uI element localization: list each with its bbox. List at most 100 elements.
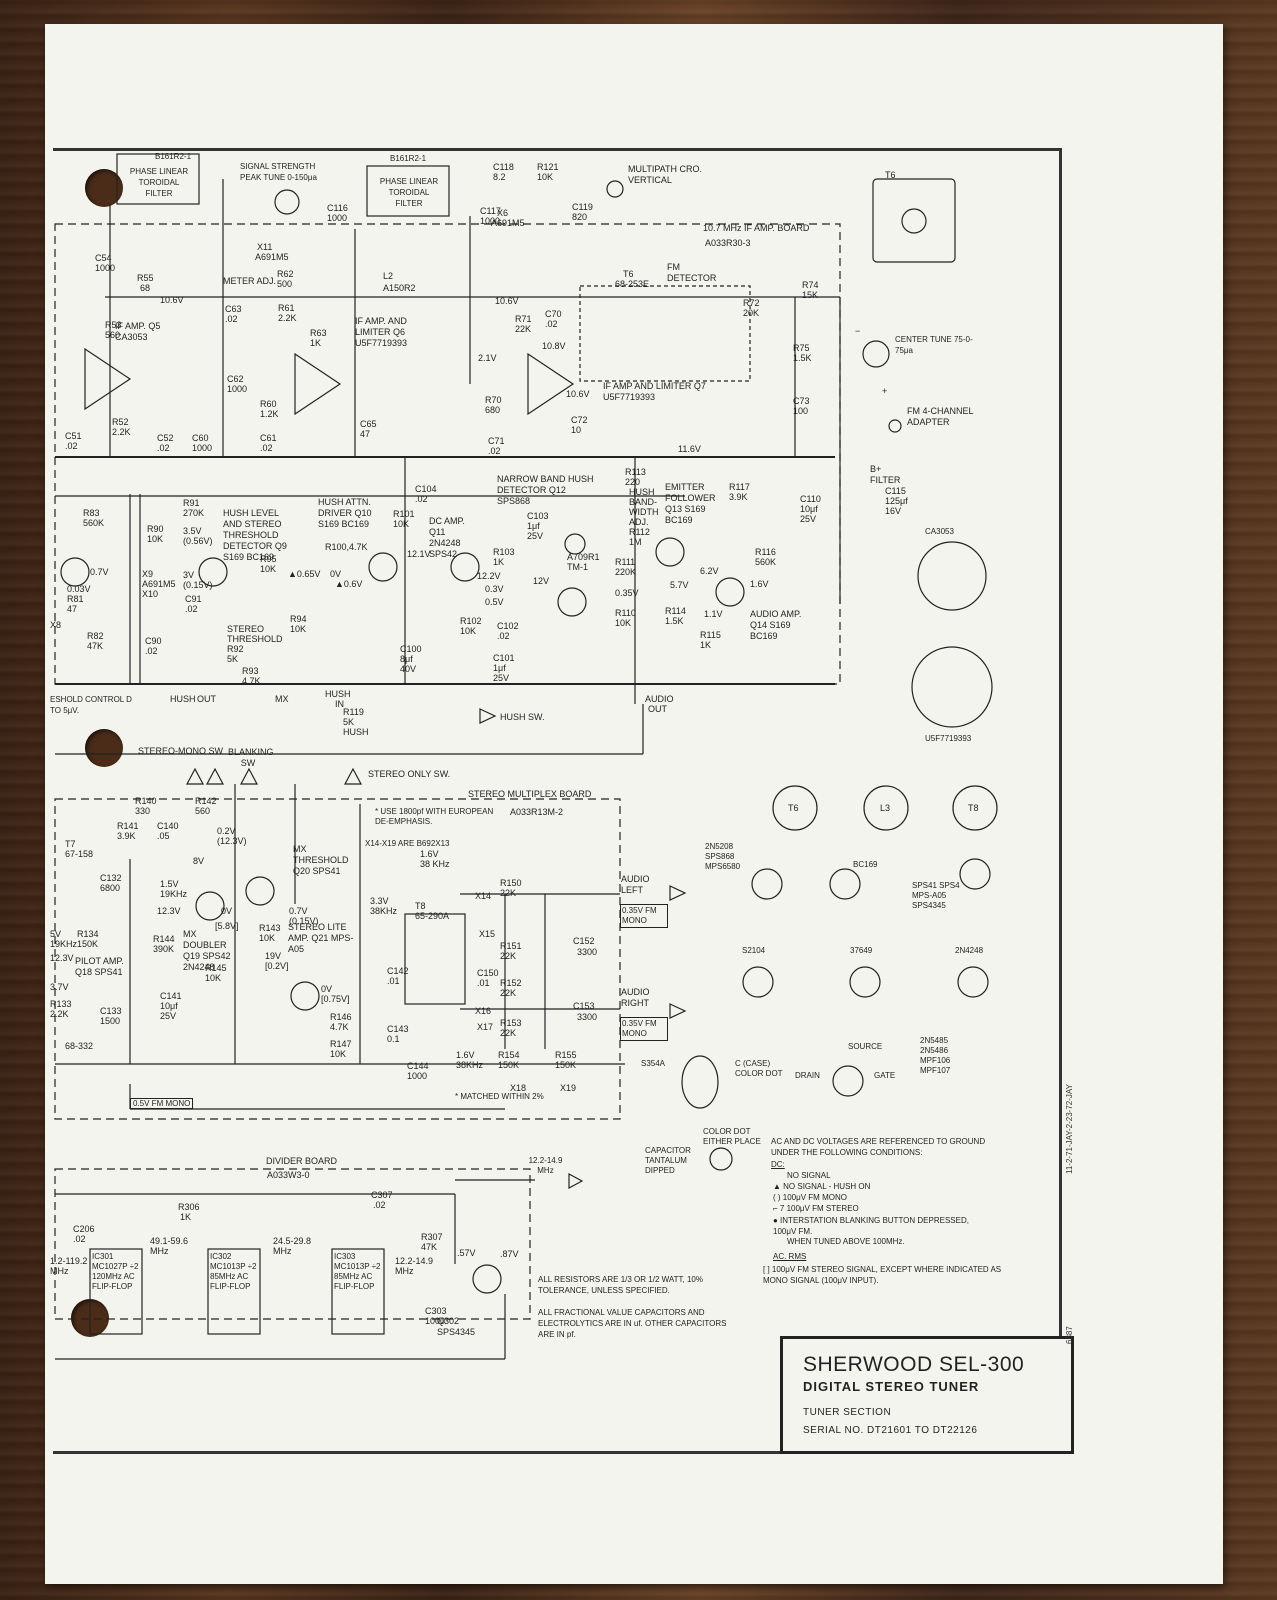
svg-text:R60: R60: [260, 399, 277, 409]
svg-text:C118: C118: [493, 162, 514, 172]
pilot-amp-label: PILOT AMP. Q18 SPS41: [75, 956, 124, 977]
svg-text:25V: 25V: [493, 673, 509, 683]
svg-text:10.6V: 10.6V: [160, 295, 184, 305]
svg-text:2.2K: 2.2K: [278, 313, 297, 323]
svg-text:R155: R155: [555, 1050, 577, 1060]
svg-text:R142: R142: [195, 796, 217, 806]
svg-text:C141: C141: [160, 991, 182, 1001]
svg-text:A150R2: A150R2: [383, 283, 416, 293]
dc-heading: DC:: [771, 1160, 785, 1169]
svg-text:ADJ.: ADJ.: [629, 517, 649, 527]
audio-right-label: AUDIO RIGHT: [621, 987, 650, 1008]
svg-text:R81: R81: [67, 594, 84, 604]
svg-text:C115: C115: [885, 486, 906, 496]
svg-text:1K: 1K: [700, 640, 711, 650]
svg-text:.02: .02: [488, 446, 501, 456]
svg-text:C72: C72: [571, 415, 588, 425]
center-tune-label: CENTER TUNE 75-0-75μa: [895, 335, 973, 355]
stereo-lite-label: STEREO LITE AMP. Q21 MPS-A05: [288, 922, 354, 954]
color-dot-label: COLOR DOT EITHER PLACE: [703, 1127, 761, 1146]
svg-text:1K: 1K: [180, 1212, 191, 1222]
svg-text:220K: 220K: [615, 567, 636, 577]
divider-board-title: DIVIDER BOARD: [266, 1156, 338, 1166]
svg-text:10.6V: 10.6V: [566, 389, 590, 399]
svg-text:A691M5: A691M5: [142, 579, 176, 589]
svg-text:C142: C142: [387, 966, 409, 976]
svg-text:10K: 10K: [147, 534, 163, 544]
svg-text:25V: 25V: [160, 1011, 176, 1021]
svg-text:12.2V: 12.2V: [477, 571, 501, 581]
svg-text:.02: .02: [497, 631, 510, 641]
svg-text:.87V: .87V: [500, 1249, 519, 1259]
svg-text:19V: 19V: [265, 951, 281, 961]
hush-sw-label: HUSH SW.: [500, 712, 545, 722]
svg-text:15K: 15K: [802, 290, 818, 300]
svg-text:C70: C70: [545, 309, 562, 319]
svg-text:1.2-119.2: 1.2-119.2: [50, 1256, 87, 1266]
condition-5: ● INTERSTATION BLANKING BUTTON DEPRESSED…: [773, 1216, 969, 1236]
svg-text:.02: .02: [225, 314, 238, 324]
svg-text:125μf: 125μf: [885, 496, 908, 506]
q302-label: Q302 SPS4345: [437, 1316, 476, 1337]
svg-text:R111: R111: [615, 557, 635, 567]
schematic-frame: [53, 148, 1062, 1454]
svg-text:2.1V: 2.1V: [478, 353, 497, 363]
side-drawing-number: 6887: [1065, 1326, 1074, 1344]
svg-text:X14: X14: [475, 891, 491, 901]
svg-text:TM-1: TM-1: [567, 562, 588, 572]
svg-text:R82: R82: [87, 631, 104, 641]
capacitor-note: ALL FRACTIONAL VALUE CAPACITORS AND ELEC…: [538, 1308, 727, 1339]
svg-text:19KHz: 19KHz: [160, 889, 188, 899]
svg-text:R153: R153: [500, 1018, 522, 1028]
condition-2: ▲ NO SIGNAL - HUSH ON: [773, 1182, 871, 1191]
svg-text:560: 560: [195, 806, 210, 816]
svg-text:270K: 270K: [183, 508, 204, 518]
divider-board-code: A033W3-0: [267, 1170, 310, 1180]
stereo-mono-label: STEREO-MONO SW: [138, 746, 223, 756]
condition-3: ( ) 100μV FM MONO: [773, 1193, 847, 1202]
svg-text:12.2-14.9: 12.2-14.9: [395, 1256, 433, 1266]
svg-text:R92: R92: [227, 644, 244, 654]
svg-text:(12.3V): (12.3V): [217, 836, 247, 846]
svg-text:R150: R150: [500, 878, 522, 888]
svg-text:MX: MX: [275, 694, 289, 704]
svg-text:1000: 1000: [192, 443, 212, 453]
svg-text:560K: 560K: [755, 557, 776, 567]
svg-text:X18: X18: [510, 1083, 526, 1093]
gate-label: GATE: [874, 1071, 896, 1080]
svg-text:HUSH: HUSH: [343, 727, 369, 737]
svg-text:X17: X17: [477, 1022, 493, 1032]
svg-text:C54: C54: [95, 253, 112, 263]
audio-left-label: AUDIO LEFT: [621, 874, 650, 895]
resistor-note: ALL RESISTORS ARE 1/3 OR 1/2 WATT, 10% T…: [538, 1275, 703, 1295]
svg-text:C144: C144: [407, 1061, 429, 1071]
svg-text:0.7V: 0.7V: [90, 567, 109, 577]
svg-text:R306: R306: [178, 1202, 200, 1212]
svg-text:.02: .02: [185, 604, 198, 614]
svg-text:38KHz: 38KHz: [456, 1060, 484, 1070]
svg-text:R74: R74: [802, 280, 819, 290]
svg-text:[0.75V]: [0.75V]: [321, 994, 350, 1004]
hush-attn-label: HUSH ATTN. DRIVER Q10 S169 BC169: [318, 497, 372, 529]
svg-text:C103: C103: [527, 511, 549, 521]
svg-text:MHz: MHz: [273, 1246, 292, 1256]
svg-text:R133: R133: [50, 999, 72, 1009]
svg-text:−: −: [855, 326, 860, 336]
svg-text:330: 330: [135, 806, 150, 816]
svg-text:C71: C71: [488, 436, 505, 446]
svg-text:47: 47: [360, 429, 370, 439]
svg-text:R63: R63: [310, 328, 327, 338]
transistor-group-1-label: 2N5208 SPS868 MPS6580: [705, 842, 741, 871]
svg-text:C307: C307: [371, 1190, 393, 1200]
svg-text:4.7K: 4.7K: [242, 676, 261, 686]
svg-text:4.7K: 4.7K: [330, 1022, 349, 1032]
svg-text:C133: C133: [100, 1006, 122, 1016]
svg-text:22K: 22K: [500, 988, 516, 998]
condition-6: WHEN TUNED ABOVE 100MHz.: [787, 1237, 905, 1246]
svg-text:3V: 3V: [183, 570, 194, 580]
title-serial: SERIAL NO. DT21601 TO DT22126: [803, 1425, 978, 1436]
svg-text:C143: C143: [387, 1024, 409, 1034]
svg-text:12V: 12V: [533, 576, 549, 586]
if-board-title: 10.7 MHz IF AMP. BOARD: [703, 223, 810, 233]
